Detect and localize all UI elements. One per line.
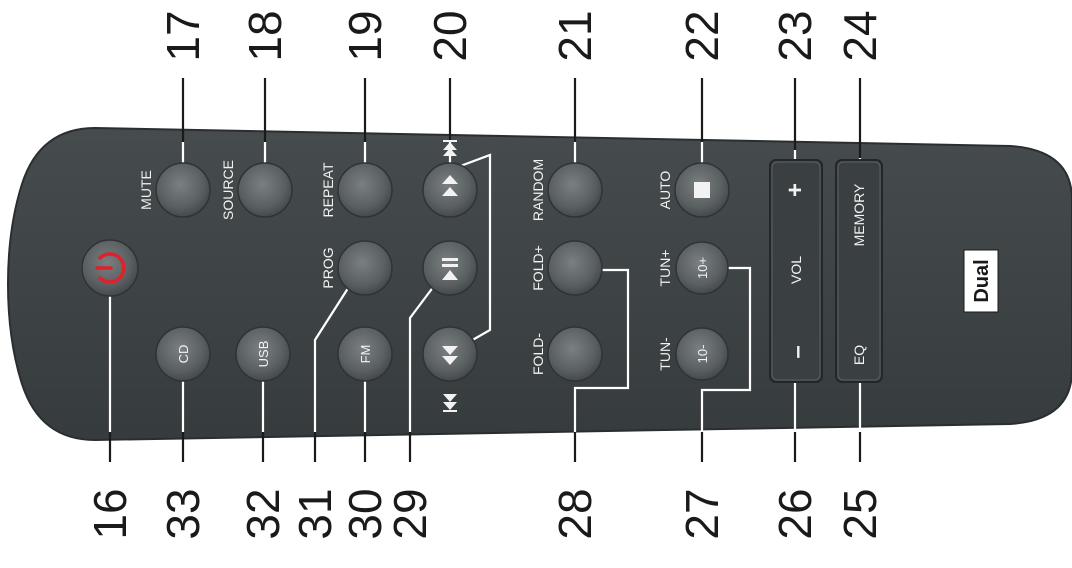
cd-button-label: CD (176, 345, 191, 364)
label-mute: MUTE (138, 170, 154, 210)
callout-26: 26 (769, 488, 821, 539)
label-memory: MEMORY (851, 183, 867, 246)
fold-minus-button[interactable] (547, 326, 603, 382)
usb-button-label: USB (256, 341, 271, 368)
svg-text:Dual: Dual (971, 259, 993, 302)
label-random: RANDOM (530, 159, 546, 221)
callout-24: 24 (834, 10, 886, 61)
callout-31: 31 (289, 488, 341, 539)
prog-button[interactable] (337, 240, 393, 296)
callout-32: 32 (237, 488, 289, 539)
callout-22: 22 (676, 10, 728, 61)
mute-button[interactable] (155, 162, 211, 218)
label-tun-minus: TUN- (657, 337, 673, 371)
fold-plus-button[interactable] (547, 240, 603, 296)
cd-button[interactable] (155, 326, 211, 382)
random-button[interactable] (547, 162, 603, 218)
skip-up-icon (442, 175, 458, 196)
vol-minus-label: – (784, 345, 811, 358)
power-icon (95, 252, 126, 284)
callout-25: 25 (834, 488, 886, 539)
callout-30: 30 (339, 488, 391, 539)
label-prog: PROG (320, 247, 336, 288)
skip-next-glyph (443, 140, 457, 156)
callout-19: 19 (339, 10, 391, 61)
label-fold-plus: FOLD+ (530, 245, 546, 291)
label-vol: VOL (788, 256, 804, 284)
label-source: SOURCE (220, 160, 236, 220)
skip-down-icon (442, 346, 458, 365)
skip-prev-glyph (443, 394, 457, 412)
skip-back-button[interactable] (422, 326, 478, 382)
usb-button[interactable] (235, 326, 291, 382)
memory-eq-rocker[interactable] (835, 159, 883, 383)
ten-minus-label: 10- (695, 345, 710, 364)
label-eq: EQ (851, 345, 867, 365)
callout-20: 20 (424, 10, 476, 61)
callout-28: 28 (549, 488, 601, 539)
stop-button[interactable] (674, 162, 730, 218)
play-pause-icon (442, 258, 458, 280)
callout-18: 18 (239, 10, 291, 61)
tun-plus-button[interactable] (675, 241, 729, 295)
vol-plus-label: + (782, 183, 809, 197)
play-pause-button[interactable] (422, 240, 478, 296)
brand-logo: Dual (963, 249, 999, 313)
callout-21: 21 (549, 10, 601, 61)
label-auto: AUTO (657, 171, 673, 210)
label-repeat: REPEAT (320, 162, 336, 217)
callout-33: 33 (157, 488, 209, 539)
label-tun-plus: TUN+ (657, 250, 673, 287)
volume-rocker[interactable] (769, 159, 823, 383)
skip-forward-button[interactable] (422, 162, 478, 218)
stop-icon (694, 182, 710, 198)
label-fold-minus: FOLD- (530, 333, 546, 375)
leader-lines-outside (108, 78, 862, 462)
tun-minus-button[interactable] (675, 327, 729, 381)
fm-button[interactable] (337, 326, 393, 382)
ten-plus-label: 10+ (695, 257, 710, 279)
callout-16: 16 (84, 488, 136, 539)
callout-17: 17 (157, 10, 209, 61)
callout-27: 27 (676, 488, 728, 539)
fm-button-label: FM (358, 345, 373, 364)
callout-23: 23 (769, 10, 821, 61)
callout-29: 29 (384, 488, 436, 539)
repeat-button[interactable] (337, 162, 393, 218)
power-button[interactable] (81, 239, 139, 297)
source-button[interactable] (237, 162, 293, 218)
